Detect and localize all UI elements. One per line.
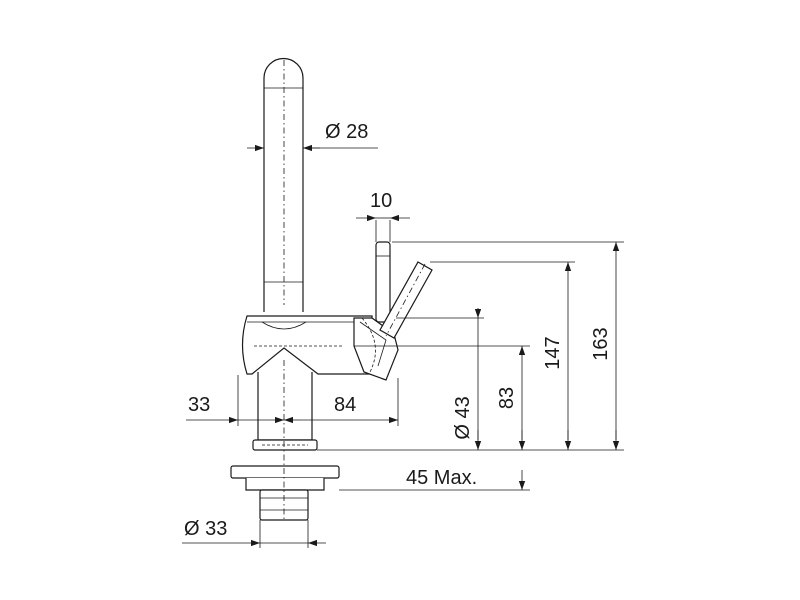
- connection-shank: [245, 478, 325, 491]
- dim-rear-offset: 33: [188, 394, 210, 416]
- dim-connection-diameter: Ø 33: [184, 518, 227, 540]
- mixer-body: [241, 315, 373, 375]
- lever-closed: [375, 241, 391, 323]
- dim-total-height: 163: [590, 327, 612, 360]
- faucet-outline: [230, 57, 433, 522]
- dim-outlet-height: 83: [496, 387, 518, 409]
- lever-open: [379, 261, 433, 339]
- dim-max-thickness: 45 Max.: [406, 467, 477, 489]
- body-chamfer: [261, 321, 307, 330]
- dimension-labels: Ø 28 10 163 147 83 Ø 43 84 33 45 Max. Ø …: [184, 121, 612, 540]
- spout-tube: [263, 57, 304, 312]
- dim-reach: 84: [334, 394, 356, 416]
- dim-lever-width: 10: [370, 190, 392, 212]
- mounting-plate: [230, 465, 340, 479]
- base-column: [257, 372, 313, 441]
- dimension-lines: [182, 144, 624, 548]
- dim-spout-height: 147: [542, 336, 564, 369]
- dim-spout-diameter: Ø 28: [325, 121, 368, 143]
- dim-base-diameter: Ø 43: [452, 396, 474, 439]
